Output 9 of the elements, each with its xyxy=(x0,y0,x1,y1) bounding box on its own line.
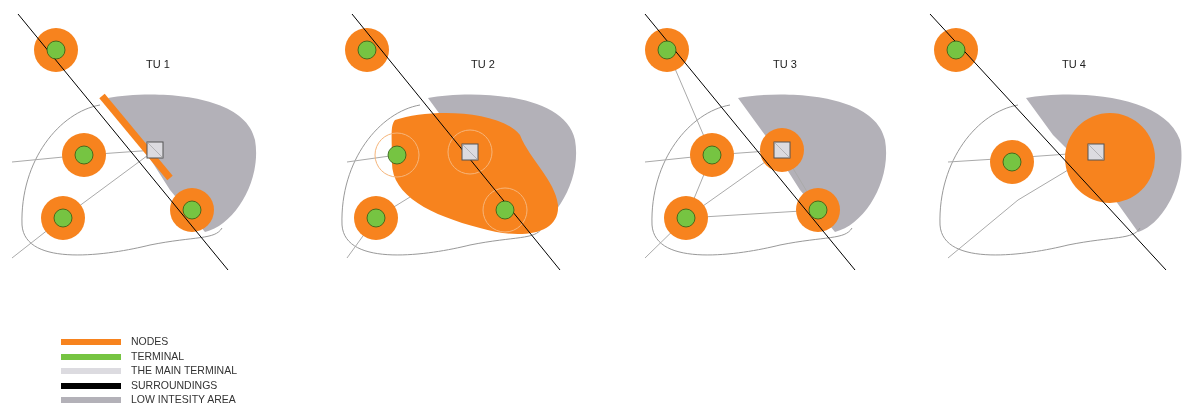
panel-title: TU 4 xyxy=(1062,58,1086,70)
legend-label: LOW INTESITY AREA xyxy=(131,393,236,405)
legend-label: TERMINAL xyxy=(131,349,185,362)
legend-label: SURROUNDINGS xyxy=(131,378,218,391)
panel-title: TU 1 xyxy=(146,58,170,70)
legend-label: NODES xyxy=(131,335,169,347)
legend-label: THE MAIN TERMINAL xyxy=(131,364,237,376)
panel-title: TU 3 xyxy=(773,58,797,70)
panel-title: TU 2 xyxy=(471,58,495,70)
